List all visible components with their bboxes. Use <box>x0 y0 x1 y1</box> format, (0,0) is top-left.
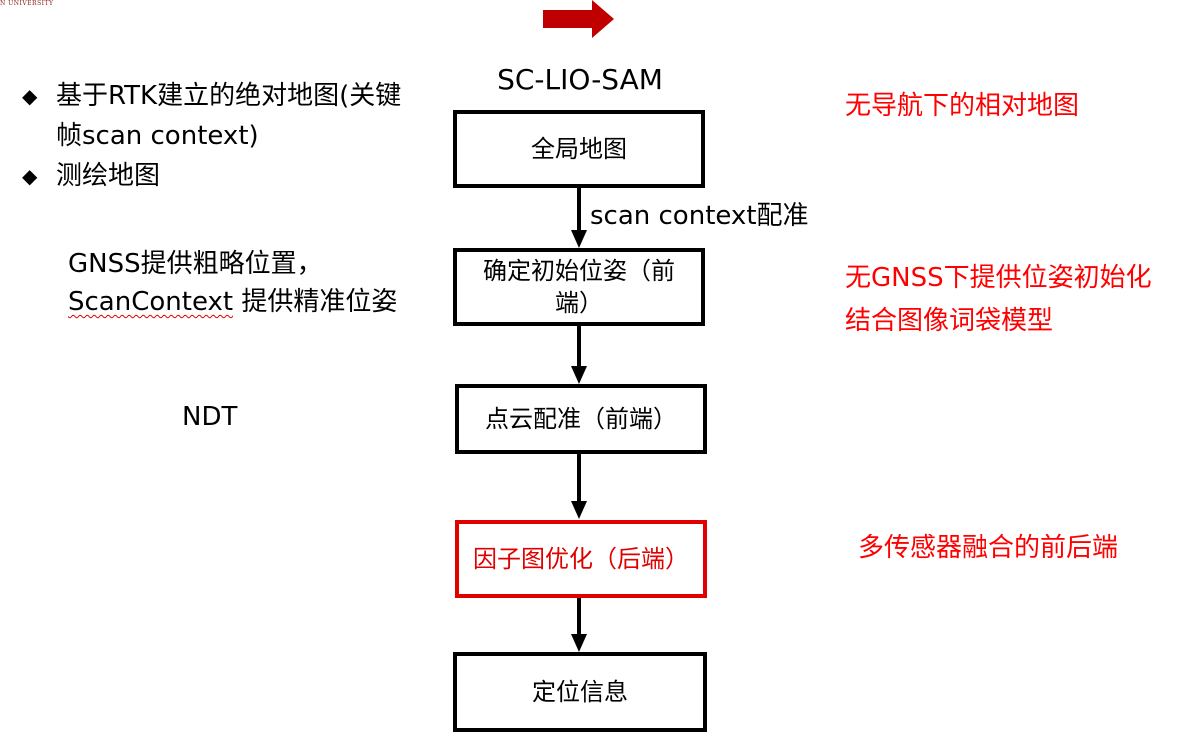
arrow-initial-to-registration <box>571 324 587 384</box>
bullet-text: 基于RTK建立的绝对地图(关键帧scan context) <box>56 81 402 151</box>
box-label: 定位信息 <box>532 678 628 706</box>
arrow-factor-to-localization <box>571 598 587 652</box>
box-label: 全局地图 <box>531 135 627 163</box>
bullet-text: 测绘地图 <box>56 161 161 191</box>
scancontext-word: ScanContext <box>68 287 234 317</box>
note-fusion: 多传感器融合的前后端 <box>858 533 1119 563</box>
arrow-global-to-initial <box>571 186 587 248</box>
box-label: 确定初始位姿（前端） <box>483 257 675 317</box>
gnss-note-line1: GNSS提供粗略位置， <box>68 249 323 279</box>
note-init-line2: 结合图像词袋模型 <box>845 306 1054 336</box>
arrow-registration-to-factor <box>571 452 587 519</box>
bullet-item-survey-map: ◆ 测绘地图 <box>22 156 416 196</box>
box-label: 点云配准（前端） <box>485 405 677 433</box>
box-factor-graph: 因子图优化（后端） <box>455 520 707 598</box>
gnss-note-line2: ScanContext 提供精准位姿 <box>68 285 397 319</box>
gnss-note-line2-rest: 提供精准位姿 <box>233 287 398 317</box>
university-logo-text: N UNIVERSITY <box>0 0 54 7</box>
diamond-bullet-icon: ◆ <box>22 164 38 188</box>
box-localization-info: 定位信息 <box>453 652 707 732</box>
diamond-bullet-icon: ◆ <box>22 84 38 108</box>
ndt-label: NDT <box>182 402 238 432</box>
bullet-list: ◆ 基于RTK建立的绝对地图(关键帧scan context) ◆ 测绘地图 <box>22 76 416 196</box>
note-init-line1: 无GNSS下提供位姿初始化 <box>845 263 1152 293</box>
box-global-map: 全局地图 <box>453 110 705 188</box>
box-label: 因子图优化（后端） <box>473 545 689 573</box>
bullet-item-rtk-map: ◆ 基于RTK建立的绝对地图(关键帧scan context) <box>22 76 416 156</box>
header-right-arrow-icon <box>543 0 614 38</box>
note-relative-map: 无导航下的相对地图 <box>845 91 1080 121</box>
box-point-cloud-registration: 点云配准（前端） <box>455 384 707 454</box>
arrow-label-scan-context: scan context配准 <box>590 201 809 231</box>
box-initial-pose: 确定初始位姿（前端） <box>453 248 705 326</box>
diagram-title: SC-LIO-SAM <box>497 63 663 96</box>
